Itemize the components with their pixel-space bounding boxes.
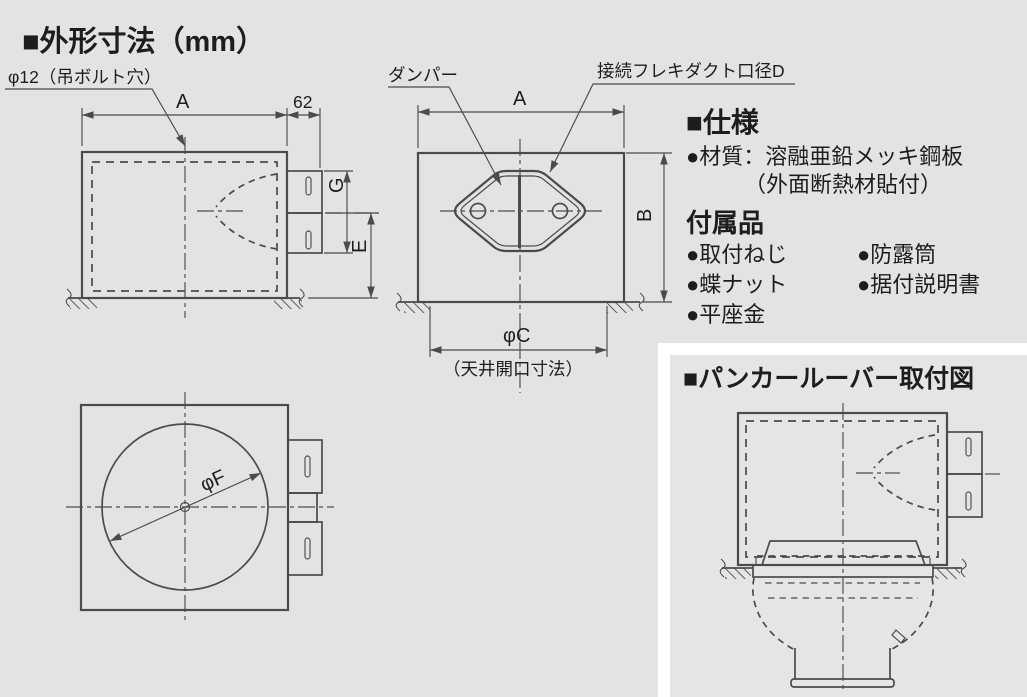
louver-ceiling-hatch-right [935,568,960,579]
damper-bolt-hole-right [551,202,569,220]
louver-ceiling-hatch-left [725,568,751,579]
louver-duct-slot-upper [965,437,972,457]
ceiling-hatch-left [70,298,97,309]
damper-outline-outer [453,169,587,253]
page-title: ■外形寸法（mm） [22,25,265,58]
damper-outline-inner [460,175,580,247]
duct-slot-lower [305,230,312,250]
louver-duct-flange-lower [946,473,983,518]
bottom-duct-slot-lower [304,537,311,560]
ceiling-hatch-right [274,298,302,309]
duct-slot-upper [305,176,312,196]
damper-bolt-hole-left [469,202,487,220]
louver-bell-left [752,577,796,651]
louver-cone-upper [873,434,936,469]
dim-g-label: G [326,177,348,193]
louver-panel-background [670,355,1027,697]
side-view-drawing: φ12（吊ボルト穴） A 62 G E [5,67,382,318]
spec-heading: ■仕様 [686,107,760,138]
louver-clip-tab [891,629,906,644]
bottom-duct-neck [288,492,318,523]
flex-duct-label: 接続フレキダクト口径D [597,61,785,81]
louver-neck [794,648,891,679]
flex-duct-leader-line [549,83,795,173]
louver-duct-slot-lower [965,491,972,511]
louver-panel-drawing: ■パンカールーバー取付図 [683,365,1000,692]
louver-top-cone [761,540,926,566]
louver-bell-right [889,577,934,651]
dim-b-label: B [634,209,656,222]
dim-c-label: φC [503,325,530,347]
front-view-housing [416,151,626,304]
louver-flange-ticks [755,558,931,565]
dim-e-label: E [349,240,371,253]
louver-panel-heading: ■パンカールーバー取付図 [683,365,974,393]
side-view-cone-upper [215,173,278,208]
spec-material-line2: （外面断熱材貼付） [744,172,942,197]
bottom-duct-slot-upper [304,455,311,478]
accessory-item: ●防露筒 [857,242,936,267]
damper-label: ダンパー [388,65,458,85]
bolt-hole-leader-line [5,88,186,147]
duct-flange-lower [286,212,323,254]
louver-cone-lower [873,476,936,511]
dim-62-label: 62 [293,92,312,112]
front-ceiling-hatch-right [607,302,633,313]
louver-insulation-dashed [745,420,939,558]
dim-a-label: A [176,91,190,113]
accessory-item: ●蝶ナット [686,272,787,297]
accessories-heading: 付属品 [686,208,764,238]
ceiling-opening-note: （天井開口寸法） [443,359,583,379]
front-view-drawing: ダンパー 接続フレキダクト口径D A B φC （天井開口寸法） [388,61,795,393]
front-ceiling-hatch-left [404,302,430,313]
spec-material-line1: ●材質：溶融亜鉛メッキ鋼板 [686,144,963,169]
side-view-cone-lower [215,215,278,250]
accessory-item: ●取付ねじ [686,242,787,267]
spec-block: ■仕様 ●材質：溶融亜鉛メッキ鋼板 （外面断熱材貼付） 付属品 ●取付ねじ ●蝶… [686,107,980,327]
louver-bottom-ring [790,678,895,688]
bolt-hole-label: φ12（吊ボルト穴） [8,67,161,87]
front-dim-a-label: A [513,88,527,110]
accessory-item: ●平座金 [686,302,765,327]
accessory-item: ●据付説明書 [857,272,980,297]
louver-ceiling-flange [752,564,934,578]
dim-f-line [109,472,262,542]
